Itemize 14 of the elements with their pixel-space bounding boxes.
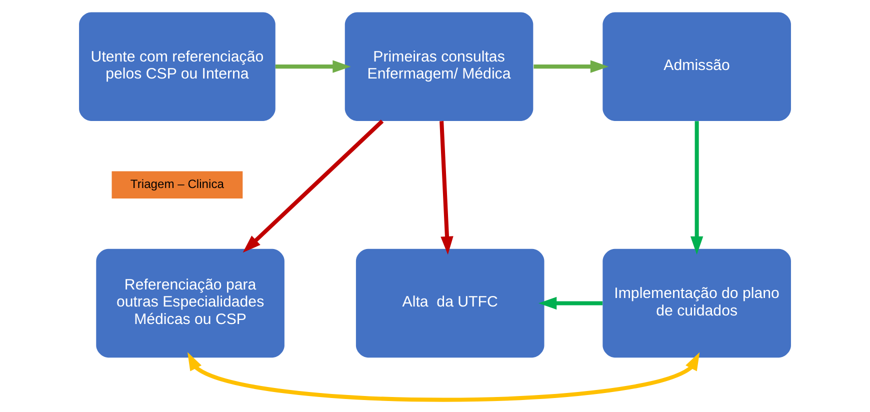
arrow [534, 60, 609, 73]
arrow [242, 120, 384, 253]
arrow [690, 121, 704, 255]
node-box: Primeiras consultas Enfermagem/ Médica [344, 12, 534, 121]
arrow [187, 352, 700, 402]
node-box: Referenciação para outras Especialidades Médicas ou CSP [96, 248, 284, 358]
node-box: Alta da UTFC [356, 248, 544, 358]
node-box: Triagem – Clinica [112, 171, 243, 198]
arrow [538, 296, 603, 310]
arrow [275, 60, 351, 73]
node-box: Implementação do plano de cuidados [602, 248, 791, 358]
node-box: Utente com referenciação pelos CSP ou Interna [79, 12, 276, 121]
node-box: Admissão [602, 12, 791, 121]
arrow [440, 121, 454, 255]
